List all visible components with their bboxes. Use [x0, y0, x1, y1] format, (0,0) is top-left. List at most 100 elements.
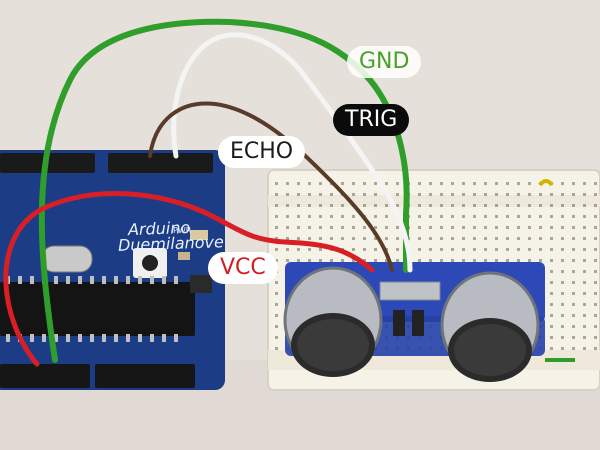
breadboard-hole: [451, 248, 454, 251]
breadboard-hole: [330, 259, 333, 262]
breadboard-hole: [418, 237, 421, 240]
breadboard-hole: [594, 347, 597, 350]
breadboard-hole: [539, 215, 542, 218]
breadboard-hole: [319, 193, 322, 196]
breadboard-hole: [528, 215, 531, 218]
breadboard-hole: [561, 237, 564, 240]
breadboard-hole: [495, 182, 498, 185]
vcc-wire: [3, 191, 375, 367]
breadboard-hole: [396, 248, 399, 251]
breadboard-hole: [495, 204, 498, 207]
breadboard-hole: [275, 303, 278, 306]
breadboard-hole: [561, 270, 564, 273]
breadboard-hole: [396, 204, 399, 207]
breadboard-hole: [352, 226, 355, 229]
breadboard-hole: [319, 204, 322, 207]
breadboard-hole: [583, 215, 586, 218]
breadboard-hole: [286, 215, 289, 218]
breadboard-hole: [352, 248, 355, 251]
breadboard-hole: [583, 325, 586, 328]
breadboard-hole: [319, 248, 322, 251]
breadboard-hole: [528, 182, 531, 185]
breadboard-hole: [594, 259, 597, 262]
breadboard-hole: [275, 226, 278, 229]
breadboard-hole: [440, 215, 443, 218]
breadboard-hole: [352, 215, 355, 218]
breadboard-hole: [506, 215, 509, 218]
breadboard-hole: [440, 193, 443, 196]
breadboard-hole: [418, 204, 421, 207]
breadboard-hole: [429, 215, 432, 218]
arduino-model-text: Duemilanove: [117, 232, 225, 255]
breadboard-hole: [517, 259, 520, 262]
breadboard-hole: [495, 226, 498, 229]
breadboard-hole: [561, 281, 564, 284]
breadboard-hole: [275, 336, 278, 339]
breadboard-hole: [319, 259, 322, 262]
breadboard-hole: [561, 204, 564, 207]
breadboard-hole: [495, 237, 498, 240]
breadboard-hole: [451, 204, 454, 207]
breadboard-hole: [550, 303, 553, 306]
breadboard-hole: [473, 182, 476, 185]
breadboard-hole: [572, 292, 575, 295]
breadboard-hole: [341, 237, 344, 240]
pwr-label: PWR: [173, 226, 192, 235]
breadboard-hole: [275, 248, 278, 251]
breadboard-hole: [374, 204, 377, 207]
breadboard-hole: [429, 204, 432, 207]
breadboard-hole: [308, 193, 311, 196]
breadboard-hole: [308, 248, 311, 251]
breadboard-hole: [275, 281, 278, 284]
breadboard-hole: [484, 226, 487, 229]
breadboard-hole: [572, 347, 575, 350]
breadboard-hole: [594, 325, 597, 328]
breadboard-hole: [396, 182, 399, 185]
breadboard-hole: [275, 215, 278, 218]
breadboard-hole: [561, 193, 564, 196]
breadboard-hole: [462, 248, 465, 251]
breadboard-hole: [561, 182, 564, 185]
breadboard-hole: [396, 237, 399, 240]
breadboard-hole: [462, 193, 465, 196]
breadboard-hole: [418, 193, 421, 196]
breadboard-hole: [539, 226, 542, 229]
breadboard-hole: [583, 226, 586, 229]
breadboard-hole: [451, 259, 454, 262]
breadboard-hole: [572, 248, 575, 251]
breadboard-hole: [572, 303, 575, 306]
breadboard-hole: [396, 226, 399, 229]
breadboard-hole: [297, 248, 300, 251]
breadboard-hole: [583, 204, 586, 207]
breadboard-hole: [539, 204, 542, 207]
breadboard-hole: [594, 314, 597, 317]
breadboard-hole: [550, 204, 553, 207]
breadboard-hole: [495, 193, 498, 196]
breadboard-hole: [363, 248, 366, 251]
breadboard-hole: [462, 259, 465, 262]
breadboard-hole: [297, 215, 300, 218]
breadboard-hole: [583, 281, 586, 284]
breadboard-hole: [308, 204, 311, 207]
breadboard-hole: [594, 237, 597, 240]
breadboard-hole: [561, 347, 564, 350]
breadboard-hole: [385, 215, 388, 218]
breadboard-hole: [528, 226, 531, 229]
breadboard-hole: [418, 259, 421, 262]
breadboard-hole: [330, 204, 333, 207]
breadboard-hole: [583, 292, 586, 295]
breadboard-hole: [583, 259, 586, 262]
breadboard-hole: [473, 215, 476, 218]
breadboard-hole: [528, 248, 531, 251]
breadboard-hole: [583, 303, 586, 306]
breadboard-hole: [363, 204, 366, 207]
breadboard-hole: [429, 182, 432, 185]
breadboard-hole: [583, 314, 586, 317]
trig-label: TRIG: [333, 104, 410, 136]
breadboard-hole: [374, 248, 377, 251]
breadboard-hole: [506, 259, 509, 262]
breadboard-hole: [473, 226, 476, 229]
breadboard-hole: [440, 248, 443, 251]
breadboard-hole: [440, 226, 443, 229]
